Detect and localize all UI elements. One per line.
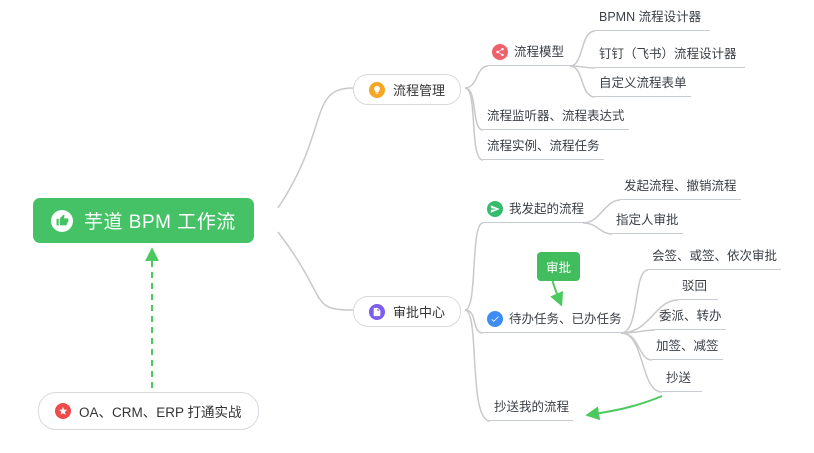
node-label: 自定义流程表单 — [599, 76, 687, 90]
node-cc-my-process[interactable]: 抄送我的流程 — [490, 399, 574, 421]
node-todo-done[interactable]: 待办任务、已办任务 — [483, 311, 626, 333]
thumbs-up-icon — [51, 209, 73, 232]
node-label: 会签、或签、依次审批 — [652, 249, 778, 263]
node-approval-center[interactable]: 审批中心 — [353, 296, 462, 327]
node-integration-note[interactable]: OA、CRM、ERP 打通实战 — [38, 392, 259, 430]
node-custom-form[interactable]: 自定义流程表单 — [595, 75, 691, 97]
node-label: 指定人审批 — [616, 213, 679, 227]
node-label: 我发起的流程 — [509, 202, 585, 216]
node-delegate-transfer[interactable]: 委派、转办 — [655, 308, 726, 330]
node-label: 流程管理 — [393, 83, 446, 98]
node-label: 钉钉（飞书）流程设计器 — [599, 47, 737, 61]
check-icon — [487, 311, 503, 327]
node-label: 审批中心 — [393, 305, 446, 320]
approval-badge-label: 审批 — [546, 261, 572, 275]
node-add-reduce-sign[interactable]: 加签、减签 — [652, 338, 723, 360]
node-reject[interactable]: 驳回 — [678, 278, 718, 300]
approval-badge: 审批 — [537, 252, 581, 281]
node-label: 抄送 — [666, 371, 692, 385]
node-label: BPMN 流程设计器 — [599, 10, 702, 24]
node-listener-expression[interactable]: 流程监听器、流程表达式 — [483, 108, 629, 130]
lightbulb-icon — [369, 81, 385, 98]
root-label: 芋道 BPM 工作流 — [84, 212, 236, 233]
node-label: 驳回 — [682, 279, 708, 293]
node-process-management[interactable]: 流程管理 — [353, 74, 462, 105]
node-my-initiated[interactable]: 我发起的流程 — [483, 201, 589, 223]
node-label: 加签、减签 — [656, 339, 719, 353]
approval-flow-arrow — [550, 278, 564, 307]
node-label: 待办任务、已办任务 — [509, 312, 622, 326]
node-label: 发起流程、撤销流程 — [624, 179, 737, 193]
node-cc[interactable]: 抄送 — [662, 370, 702, 392]
clipboard-icon — [369, 303, 385, 320]
node-label: 抄送我的流程 — [494, 400, 570, 414]
node-initiate-revoke[interactable]: 发起流程、撤销流程 — [620, 178, 741, 200]
node-label: 委派、转办 — [659, 309, 722, 323]
share-nodes-icon — [492, 44, 508, 60]
node-designated-approver[interactable]: 指定人审批 — [612, 212, 683, 234]
cc-flow-arrow — [585, 395, 663, 421]
node-label: 流程监听器、流程表达式 — [487, 109, 625, 123]
node-label: OA、CRM、ERP 打通实战 — [79, 405, 242, 420]
node-label: 流程实例、流程任务 — [487, 139, 600, 153]
paper-plane-icon — [487, 201, 503, 217]
node-dingtalk-designer[interactable]: 钉钉（飞书）流程设计器 — [595, 46, 745, 68]
node-label: 流程模型 — [514, 45, 565, 59]
node-instance-task[interactable]: 流程实例、流程任务 — [483, 138, 604, 160]
node-root[interactable]: 芋道 BPM 工作流 — [33, 198, 254, 243]
node-process-model[interactable]: 流程模型 — [488, 44, 570, 66]
node-bpmn-designer[interactable]: BPMN 流程设计器 — [595, 9, 710, 31]
star-icon — [55, 403, 71, 419]
node-countersign[interactable]: 会签、或签、依次审批 — [648, 248, 782, 270]
